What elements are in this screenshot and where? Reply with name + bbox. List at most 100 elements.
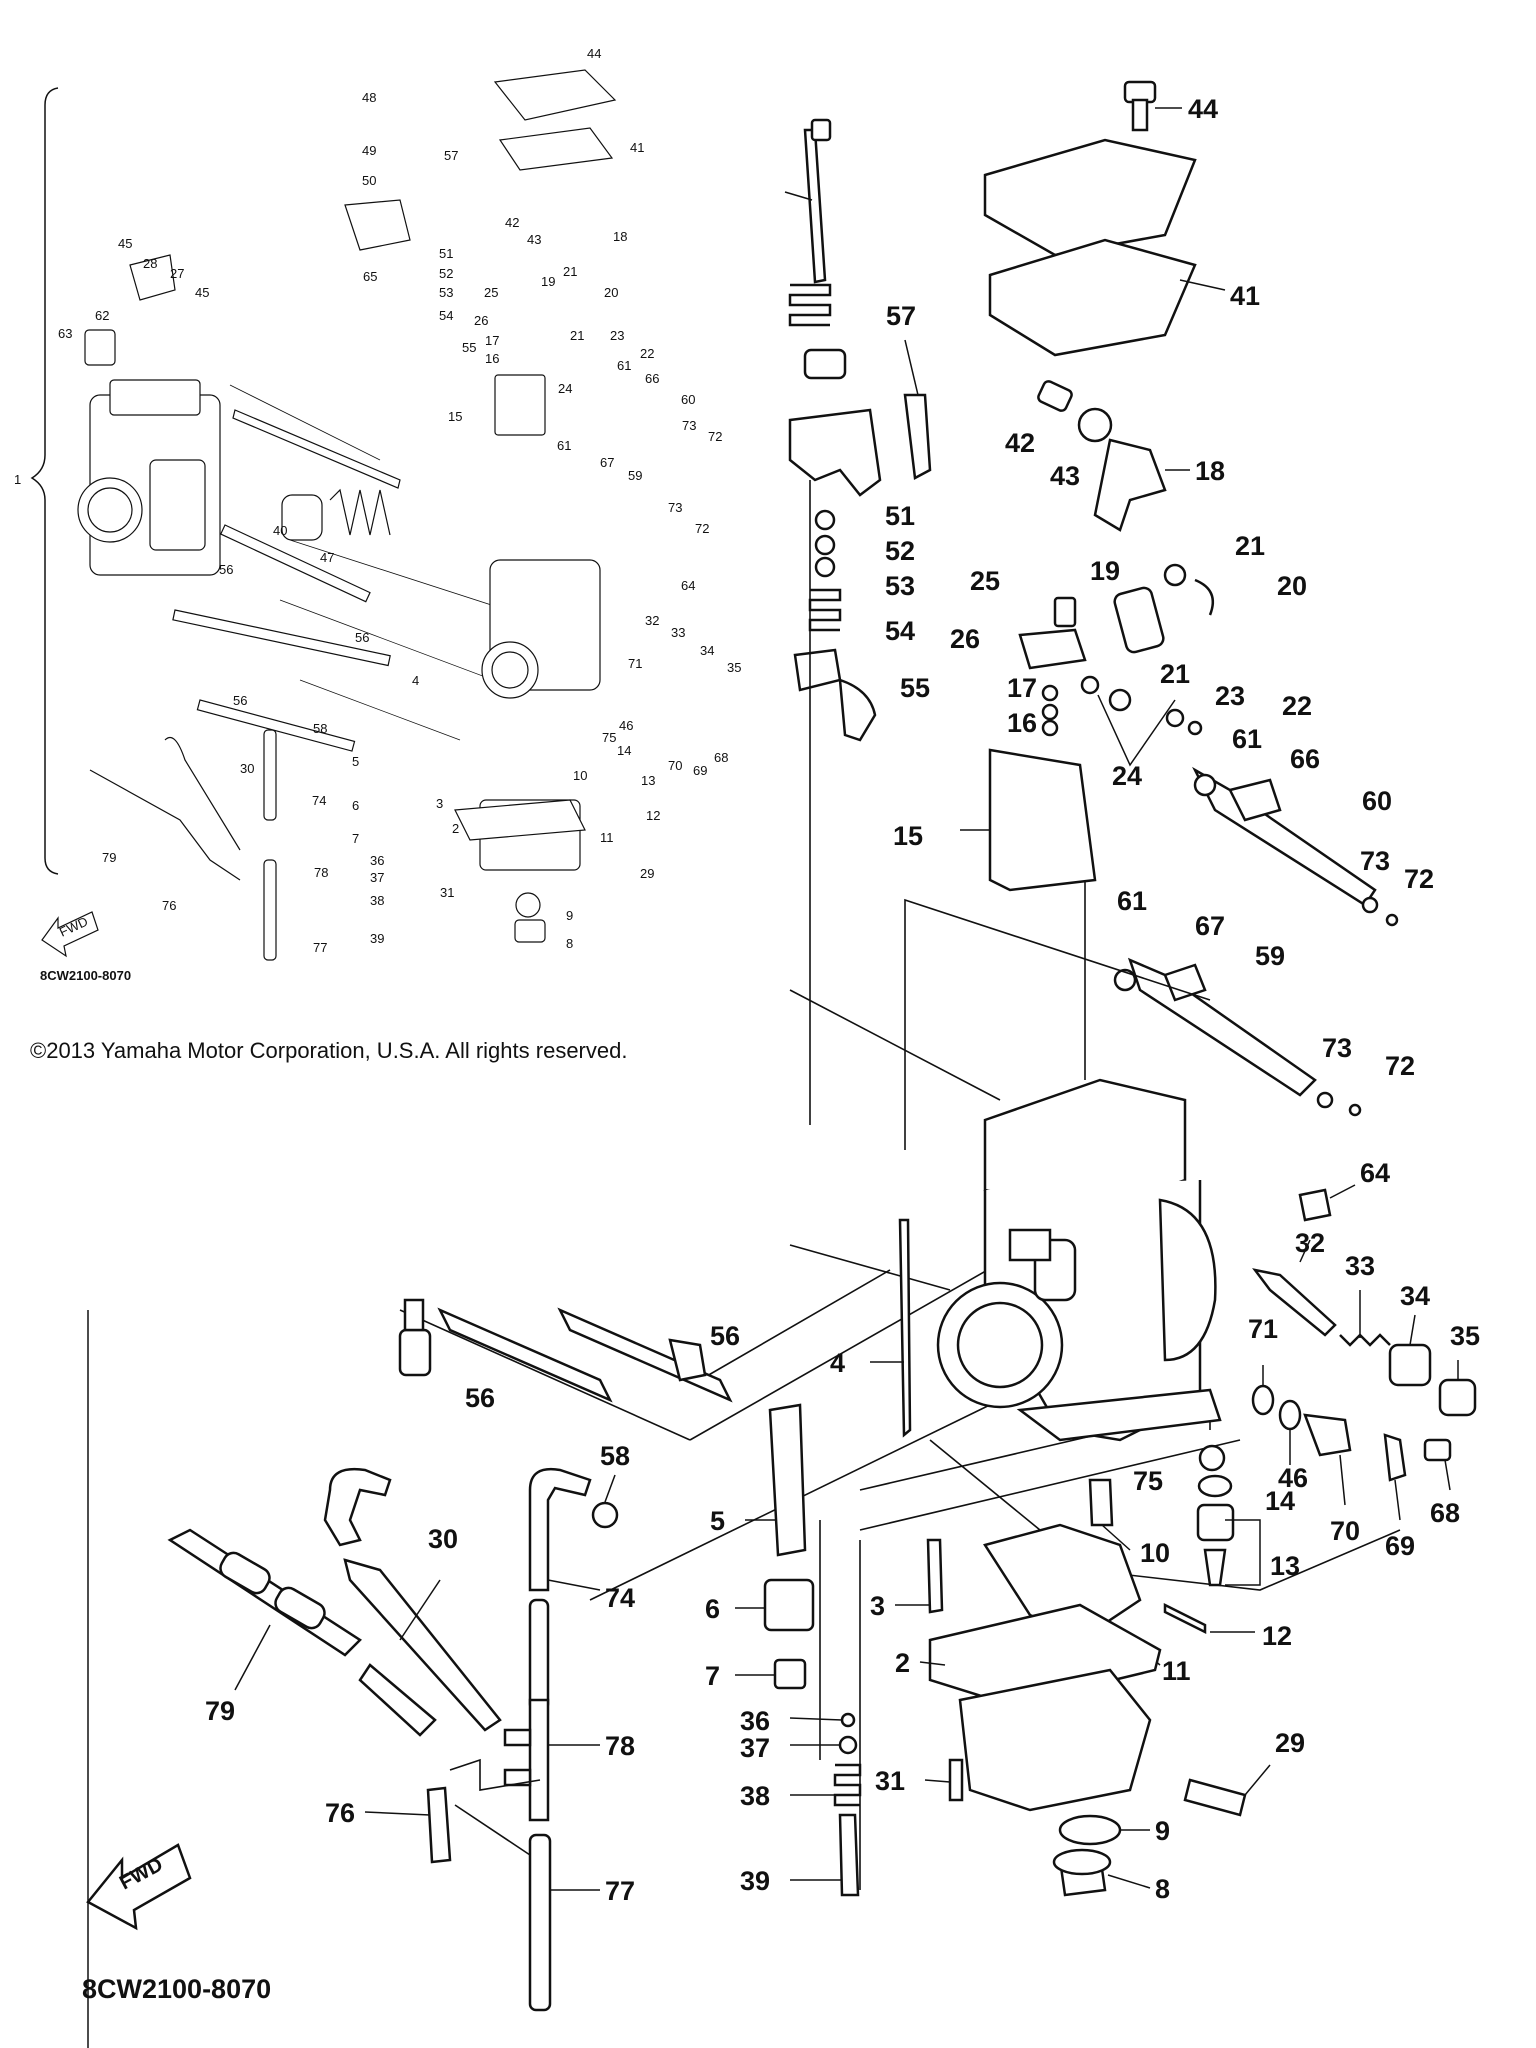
part-22: [1187, 720, 1203, 736]
part-32: [1252, 1268, 1337, 1337]
part-51: [814, 509, 836, 531]
part-34: [1388, 1343, 1432, 1387]
callout-21b: 21: [1160, 659, 1190, 689]
part-43: [1077, 407, 1113, 443]
callout-61a: 61: [1232, 724, 1262, 754]
ov-callout-45b: 45: [195, 285, 209, 300]
callout-72a: 72: [1404, 864, 1434, 894]
ov-callout-15: 15: [448, 409, 462, 424]
part-35: [1438, 1378, 1477, 1417]
callout-51: 51: [885, 501, 915, 531]
callout-17: 17: [1007, 673, 1037, 703]
ov-callout-11: 11: [600, 830, 614, 845]
overview-cover-41: [493, 69, 617, 121]
part-79-hose: [167, 1528, 362, 1657]
ov-callout-40: 40: [273, 523, 287, 538]
part-15-slide: [988, 748, 1097, 892]
part-30-hose: [323, 1467, 392, 1547]
callout-39: 39: [740, 1866, 770, 1896]
ov-callout-27: 27: [170, 266, 184, 281]
part-25: [1053, 596, 1077, 628]
callout-2: 2: [895, 1648, 910, 1678]
cable-part: [784, 118, 882, 497]
ov-callout-3: 3: [436, 796, 443, 811]
part-72b: [1348, 1103, 1362, 1117]
ov-callout-29: 29: [640, 866, 654, 881]
part-73a: [1361, 896, 1379, 914]
part-42: [1037, 380, 1073, 412]
callout-38: 38: [740, 1781, 770, 1811]
callout-11: 11: [1162, 1656, 1191, 1686]
ov-callout-74: 74: [312, 793, 326, 808]
ov-callout-78: 78: [314, 865, 328, 880]
ov-callout-41: 41: [630, 140, 644, 155]
part-54: [808, 588, 842, 632]
callout-77: 77: [605, 1876, 635, 1906]
ov-callout-68: 68: [714, 750, 728, 765]
main-diagram: FWD 8CW2100-8070 44 41 57 42 43 18 51 52…: [82, 80, 1480, 2048]
overview-part-40: [281, 494, 323, 541]
ov-callout-73a: 73: [682, 418, 696, 433]
copyright-notice: ©2013 Yamaha Motor Corporation, U.S.A. A…: [30, 1038, 627, 1063]
ov-callout-67: 67: [600, 455, 614, 470]
ov-callout-72b: 72: [695, 521, 709, 536]
ov-callout-70: 70: [668, 758, 682, 773]
ov-callout-69: 69: [693, 763, 707, 778]
callout-13: 13: [1270, 1551, 1300, 1581]
part-61a: [1193, 773, 1217, 797]
callout-42: 42: [1005, 428, 1035, 458]
ov-callout-50: 50: [362, 173, 376, 188]
part-67: [1163, 963, 1207, 1002]
ov-callout-18: 18: [613, 229, 627, 244]
ov-callout-46: 46: [619, 718, 633, 733]
carb-body: [936, 1078, 1222, 1442]
ov-callout-75: 75: [602, 730, 616, 745]
ov-callout-77: 77: [313, 940, 327, 955]
part-16: [1041, 703, 1059, 721]
callout-56b: 56: [465, 1383, 495, 1413]
callout-74: 74: [605, 1583, 635, 1613]
ov-callout-58: 58: [313, 721, 327, 736]
callout-64: 64: [1360, 1158, 1390, 1188]
part-60: [1192, 766, 1377, 907]
ov-callout-59: 59: [628, 468, 642, 483]
fwd-arrow: FWD: [86, 1843, 192, 1931]
part-31: [948, 1758, 964, 1802]
ov-callout-2: 2: [452, 821, 459, 836]
ov-callout-24: 24: [558, 381, 572, 396]
callout-6: 6: [705, 1594, 720, 1624]
callout-36: 36: [740, 1706, 770, 1736]
ov-callout-47: 47: [320, 550, 334, 565]
part-18: [1093, 438, 1167, 532]
part-38: [833, 1763, 862, 1807]
part-76: [426, 1786, 452, 1864]
ov-callout-33: 33: [671, 625, 685, 640]
part-75: [1198, 1444, 1226, 1472]
part-44: [1123, 80, 1182, 132]
part-46: [1278, 1399, 1302, 1431]
callout-58: 58: [600, 1441, 630, 1471]
ov-callout-62: 62: [95, 308, 109, 323]
ov-callout-35: 35: [727, 660, 741, 675]
ov-callout-52: 52: [439, 266, 453, 281]
part-20: [1194, 578, 1215, 616]
callout-41: 41: [1230, 281, 1260, 311]
callout-43: 43: [1050, 461, 1080, 491]
ov-callout-21b: 21: [570, 328, 584, 343]
callout-8: 8: [1155, 1874, 1170, 1904]
diagram-code: 8CW2100-8070: [82, 1974, 271, 2004]
callout-61b: 61: [1117, 886, 1147, 916]
part-55: [838, 678, 877, 742]
callout-32: 32: [1295, 1228, 1325, 1258]
callout-22: 22: [1282, 691, 1312, 721]
overview-slide-15: [494, 374, 546, 436]
ov-callout-37: 37: [370, 870, 384, 885]
callout-79: 79: [205, 1696, 235, 1726]
ov-callout-19: 19: [541, 274, 555, 289]
part-7: [773, 1658, 807, 1690]
part-6: [763, 1578, 815, 1632]
part-58: [591, 1501, 619, 1529]
overview-carburetor-assembly: [77, 254, 221, 576]
part-12: [1163, 1602, 1207, 1635]
